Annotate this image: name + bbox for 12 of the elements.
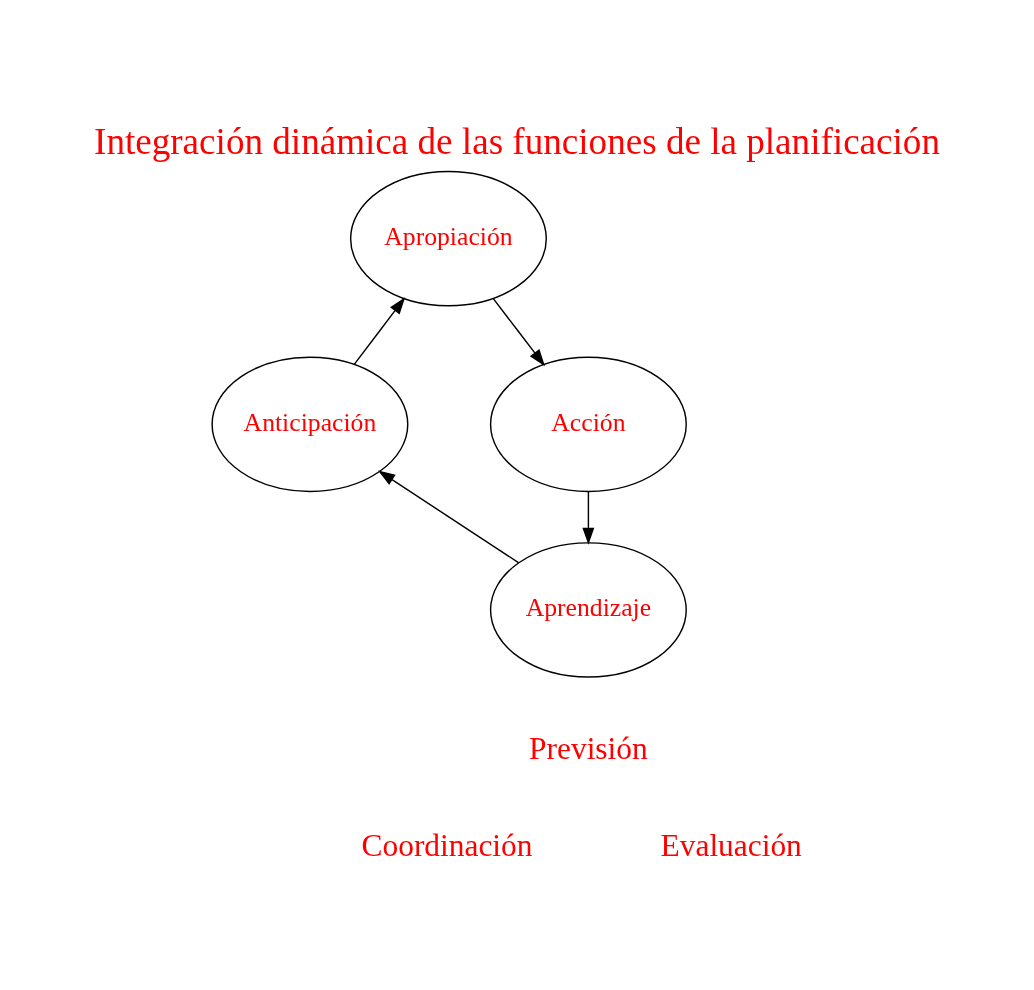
- arrow: [582, 491, 595, 545]
- node-ellipse: Apropiación: [349, 170, 547, 307]
- node-ellipse: Acción: [489, 356, 687, 493]
- arrow: [353, 297, 406, 365]
- label: Previsión: [529, 731, 648, 767]
- arrow: [378, 470, 520, 564]
- diagram-title: Integración dinámica de las funciones de la planificación: [94, 121, 940, 163]
- node-ellipse: Anticipación: [211, 356, 409, 493]
- label: Coordinación: [361, 828, 533, 864]
- label: Evaluación: [660, 828, 802, 864]
- node-ellipse: Aprendizaje: [489, 542, 687, 678]
- arrow: [492, 297, 545, 367]
